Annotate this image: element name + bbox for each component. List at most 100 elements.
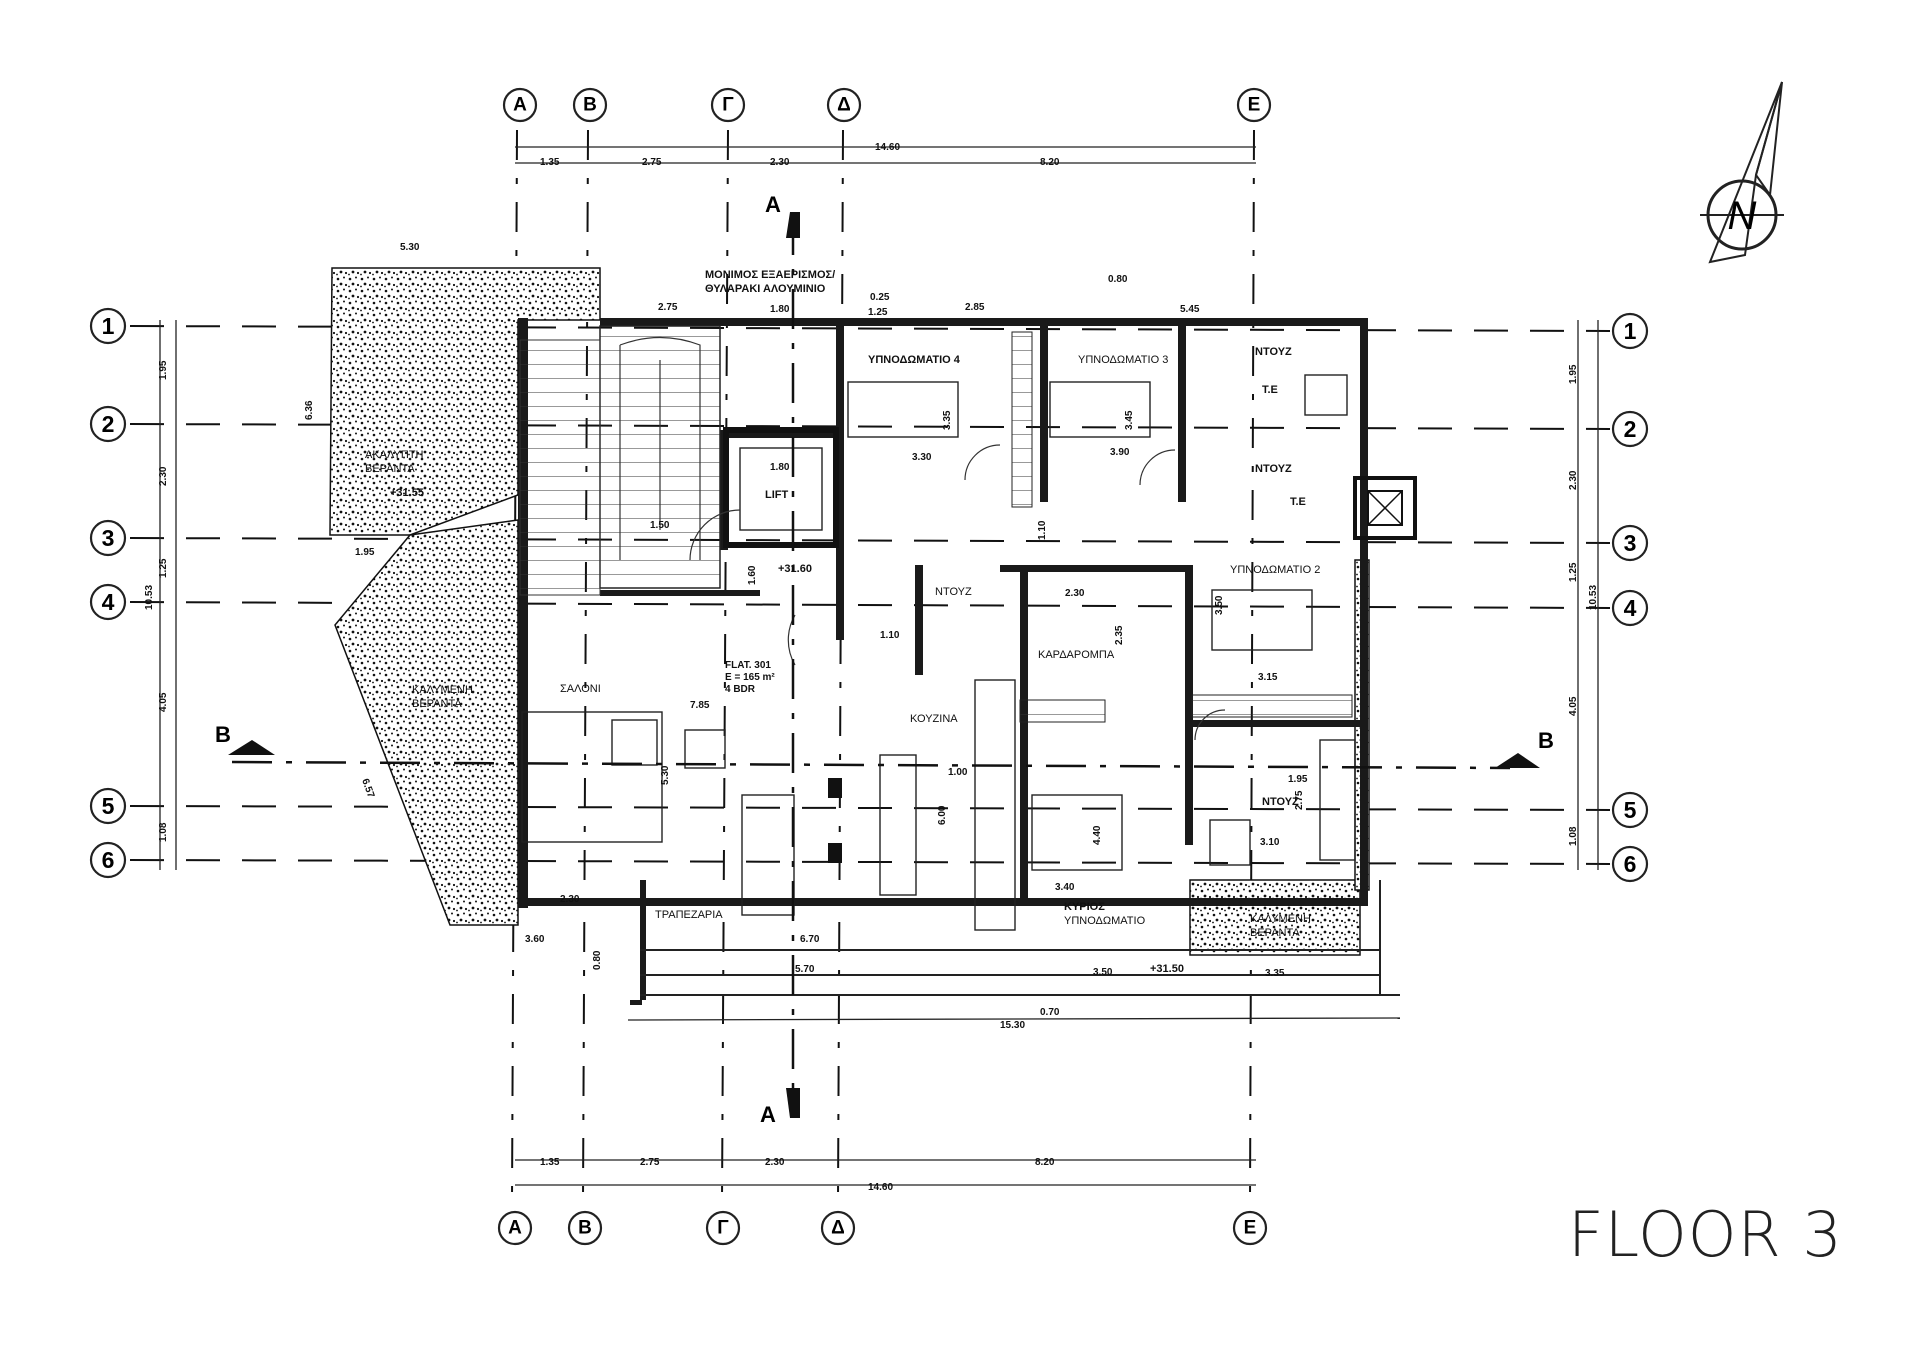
label-open-veranda-1: ΑΚΑΛΥΠΤΗ — [365, 449, 424, 461]
dim-top-a: 2.75 — [658, 302, 678, 313]
dim-left-total: 10.53 — [144, 585, 155, 610]
label-te-2: T.E — [1290, 496, 1306, 508]
label-open-veranda-2: ΒΕΡΑΝΤΑ — [365, 463, 415, 475]
label-te-1: T.E — [1262, 384, 1278, 396]
dim-corr-2: 1.10 — [1037, 520, 1048, 540]
label-cov-veranda2-2: ΒΕΡΑΝΤΑ — [1250, 927, 1300, 939]
dim-left-4: 4.05 — [158, 692, 169, 712]
dim-stair: 1.50 — [650, 520, 670, 531]
dim-master-h: 4.40 — [1092, 825, 1103, 845]
grid-bubble-row-2-right: 2 — [1624, 416, 1637, 442]
dim-wardrobe-w: 2.30 — [1065, 588, 1085, 599]
dim-top-1: 1.35 — [540, 157, 560, 168]
section-a-bottom-label: A — [760, 1102, 776, 1127]
grid-bubble-col-d-bottom: Δ — [831, 1218, 845, 1239]
grid-bubble-row-6: 6 — [102, 847, 115, 873]
dimension-chains — [159, 146, 1599, 1186]
dim-b4-w: 3.30 — [912, 452, 932, 463]
row-bubbles-left: 1 2 3 4 5 6 — [89, 307, 127, 879]
dim-b3-w: 3.90 — [1110, 447, 1130, 458]
dim-top-d: 1.25 — [868, 307, 888, 318]
grid-bubble-col-g-bottom: Γ — [717, 1218, 729, 1239]
dim-top-4: 8.20 — [1040, 157, 1060, 168]
grid-bubble-row-6-right: 6 — [1624, 851, 1637, 877]
label-level-1: +31.60 — [778, 563, 812, 575]
label-shower-1: ΝΤΟΥΖ — [1255, 346, 1292, 358]
label-cov-veranda-2: ΒΕΡΑΝΤΑ — [412, 698, 462, 710]
grid-bubble-row-4: 4 — [102, 589, 115, 615]
grid-bubble-row-1: 1 — [102, 313, 115, 339]
dim-hall: 1.60 — [747, 565, 758, 585]
north-arrow-icon: N — [1700, 81, 1784, 264]
dim-top-2: 2.75 — [642, 157, 662, 168]
label-ventilation-1: ΜΟΝΙΜΟΣ ΕΞΑΕΡΙΣΜΟΣ/ — [705, 269, 835, 281]
vent-shaft — [1353, 476, 1417, 540]
furniture — [521, 331, 1356, 931]
grid-bubble-row-3: 3 — [102, 525, 115, 551]
dim-overall: 15.30 — [1000, 1020, 1025, 1031]
dim-veranda-h: 6.36 — [304, 400, 315, 420]
label-dining: ΤΡΑΠΕΖΑΡΙΑ — [655, 909, 723, 921]
grid-bubble-row-5-right: 5 — [1624, 797, 1637, 823]
grid-bubble-col-e-bottom: E — [1244, 1218, 1257, 1239]
dim-top-f: 0.80 — [1108, 274, 1128, 285]
dim-top-3: 2.30 — [770, 157, 790, 168]
dim-right-2: 2.30 — [1568, 470, 1579, 490]
room-labels: ΥΠΝΟΔΩΜΑΤΙΟ 4 ΥΠΝΟΔΩΜΑΤΙΟ 3 ΥΠΝΟΔΩΜΑΤΙΟ … — [365, 269, 1320, 975]
grid-bubble-row-4-right: 4 — [1624, 595, 1637, 621]
section-markers: A A B B — [215, 192, 1554, 1127]
dim-left-2: 2.30 — [158, 466, 169, 486]
grid-columns — [511, 129, 1255, 1201]
section-b-right-label: B — [1538, 728, 1554, 753]
label-bedroom-2: ΥΠΝΟΔΩΜΑΤΙΟ 2 — [1230, 564, 1320, 576]
dim-left-1: 1.95 — [158, 360, 169, 380]
dim-b2-h: 3.50 — [1214, 595, 1225, 615]
dim-left-5: 1.08 — [158, 822, 169, 842]
dim-b2-w: 3.15 — [1258, 672, 1278, 683]
dim-bot-d: 3.35 — [1265, 968, 1285, 979]
grid-bubble-col-e: E — [1248, 95, 1261, 116]
grid-bubble-col-b: B — [583, 95, 597, 116]
dim-b4-h: 3.35 — [942, 410, 953, 430]
dim-right-total: 10.53 — [1588, 585, 1599, 610]
dim-living-w: 7.85 — [690, 700, 710, 711]
dim-bot-g: 0.70 — [1040, 1007, 1060, 1018]
dim-master-w: 3.40 — [1055, 882, 1075, 893]
dim-veranda-d: 1.95 — [355, 547, 375, 558]
dim-wardrobe-h: 2.35 — [1114, 625, 1125, 645]
dim-bot-1: 1.35 — [540, 1157, 560, 1168]
column-bubbles-bottom: A B Γ Δ E — [497, 1210, 1268, 1246]
label-level-3: +31.50 — [1150, 963, 1184, 975]
dim-top-total: 14.60 — [875, 142, 900, 153]
row-bubbles-right: 1 2 3 4 5 6 — [1611, 312, 1649, 883]
dim-bot-4: 8.20 — [1035, 1157, 1055, 1168]
dim-bot-a: 6.70 — [800, 934, 820, 945]
dim-shower-h: 2.75 — [1294, 790, 1305, 810]
lift-shaft: LIFT 1.80 — [723, 427, 839, 548]
grid-bubble-row-2: 2 — [102, 411, 115, 437]
dim-kitchen-h: 6.00 — [937, 805, 948, 825]
label-flat-3: 4 BDR — [725, 684, 756, 695]
label-master-2: ΥΠΝΟΔΩΜΑΤΙΟ — [1064, 915, 1146, 927]
dim-living-h: 5.30 — [660, 765, 671, 785]
dim-top-c: 0.25 — [870, 292, 890, 303]
dim-left-3: 1.25 — [158, 558, 169, 578]
section-arrow-b-left — [228, 740, 275, 755]
dim-top-g: 5.45 — [1180, 304, 1200, 315]
bottom-balcony — [640, 880, 1400, 996]
dim-diagonal: 6.57 — [359, 777, 376, 799]
dim-bot-2: 2.75 — [640, 1157, 660, 1168]
section-arrow-b-right — [1495, 753, 1540, 768]
grid-bubble-col-d: Δ — [837, 95, 851, 116]
grid-bubble-row-1-right: 1 — [1624, 318, 1637, 344]
lift-label: LIFT — [765, 489, 788, 501]
grid-bubble-col-a: A — [513, 95, 527, 116]
lift-dim: 1.80 — [770, 462, 790, 473]
label-level-2: +31.55 — [390, 487, 424, 499]
label-shower-4: ΝΤΟΥΖ — [935, 586, 972, 598]
dim-bot-h: 2.30 — [560, 894, 580, 905]
label-master-1: ΚΥΡΙΟΣ — [1064, 901, 1105, 913]
section-b-left-label: B — [215, 722, 231, 747]
dim-right-1: 1.95 — [1568, 364, 1579, 384]
label-ventilation-2: ΘΥΛΑΡΑΚΙ ΑΛΟΥΜΙΝΙΟ — [705, 283, 826, 295]
